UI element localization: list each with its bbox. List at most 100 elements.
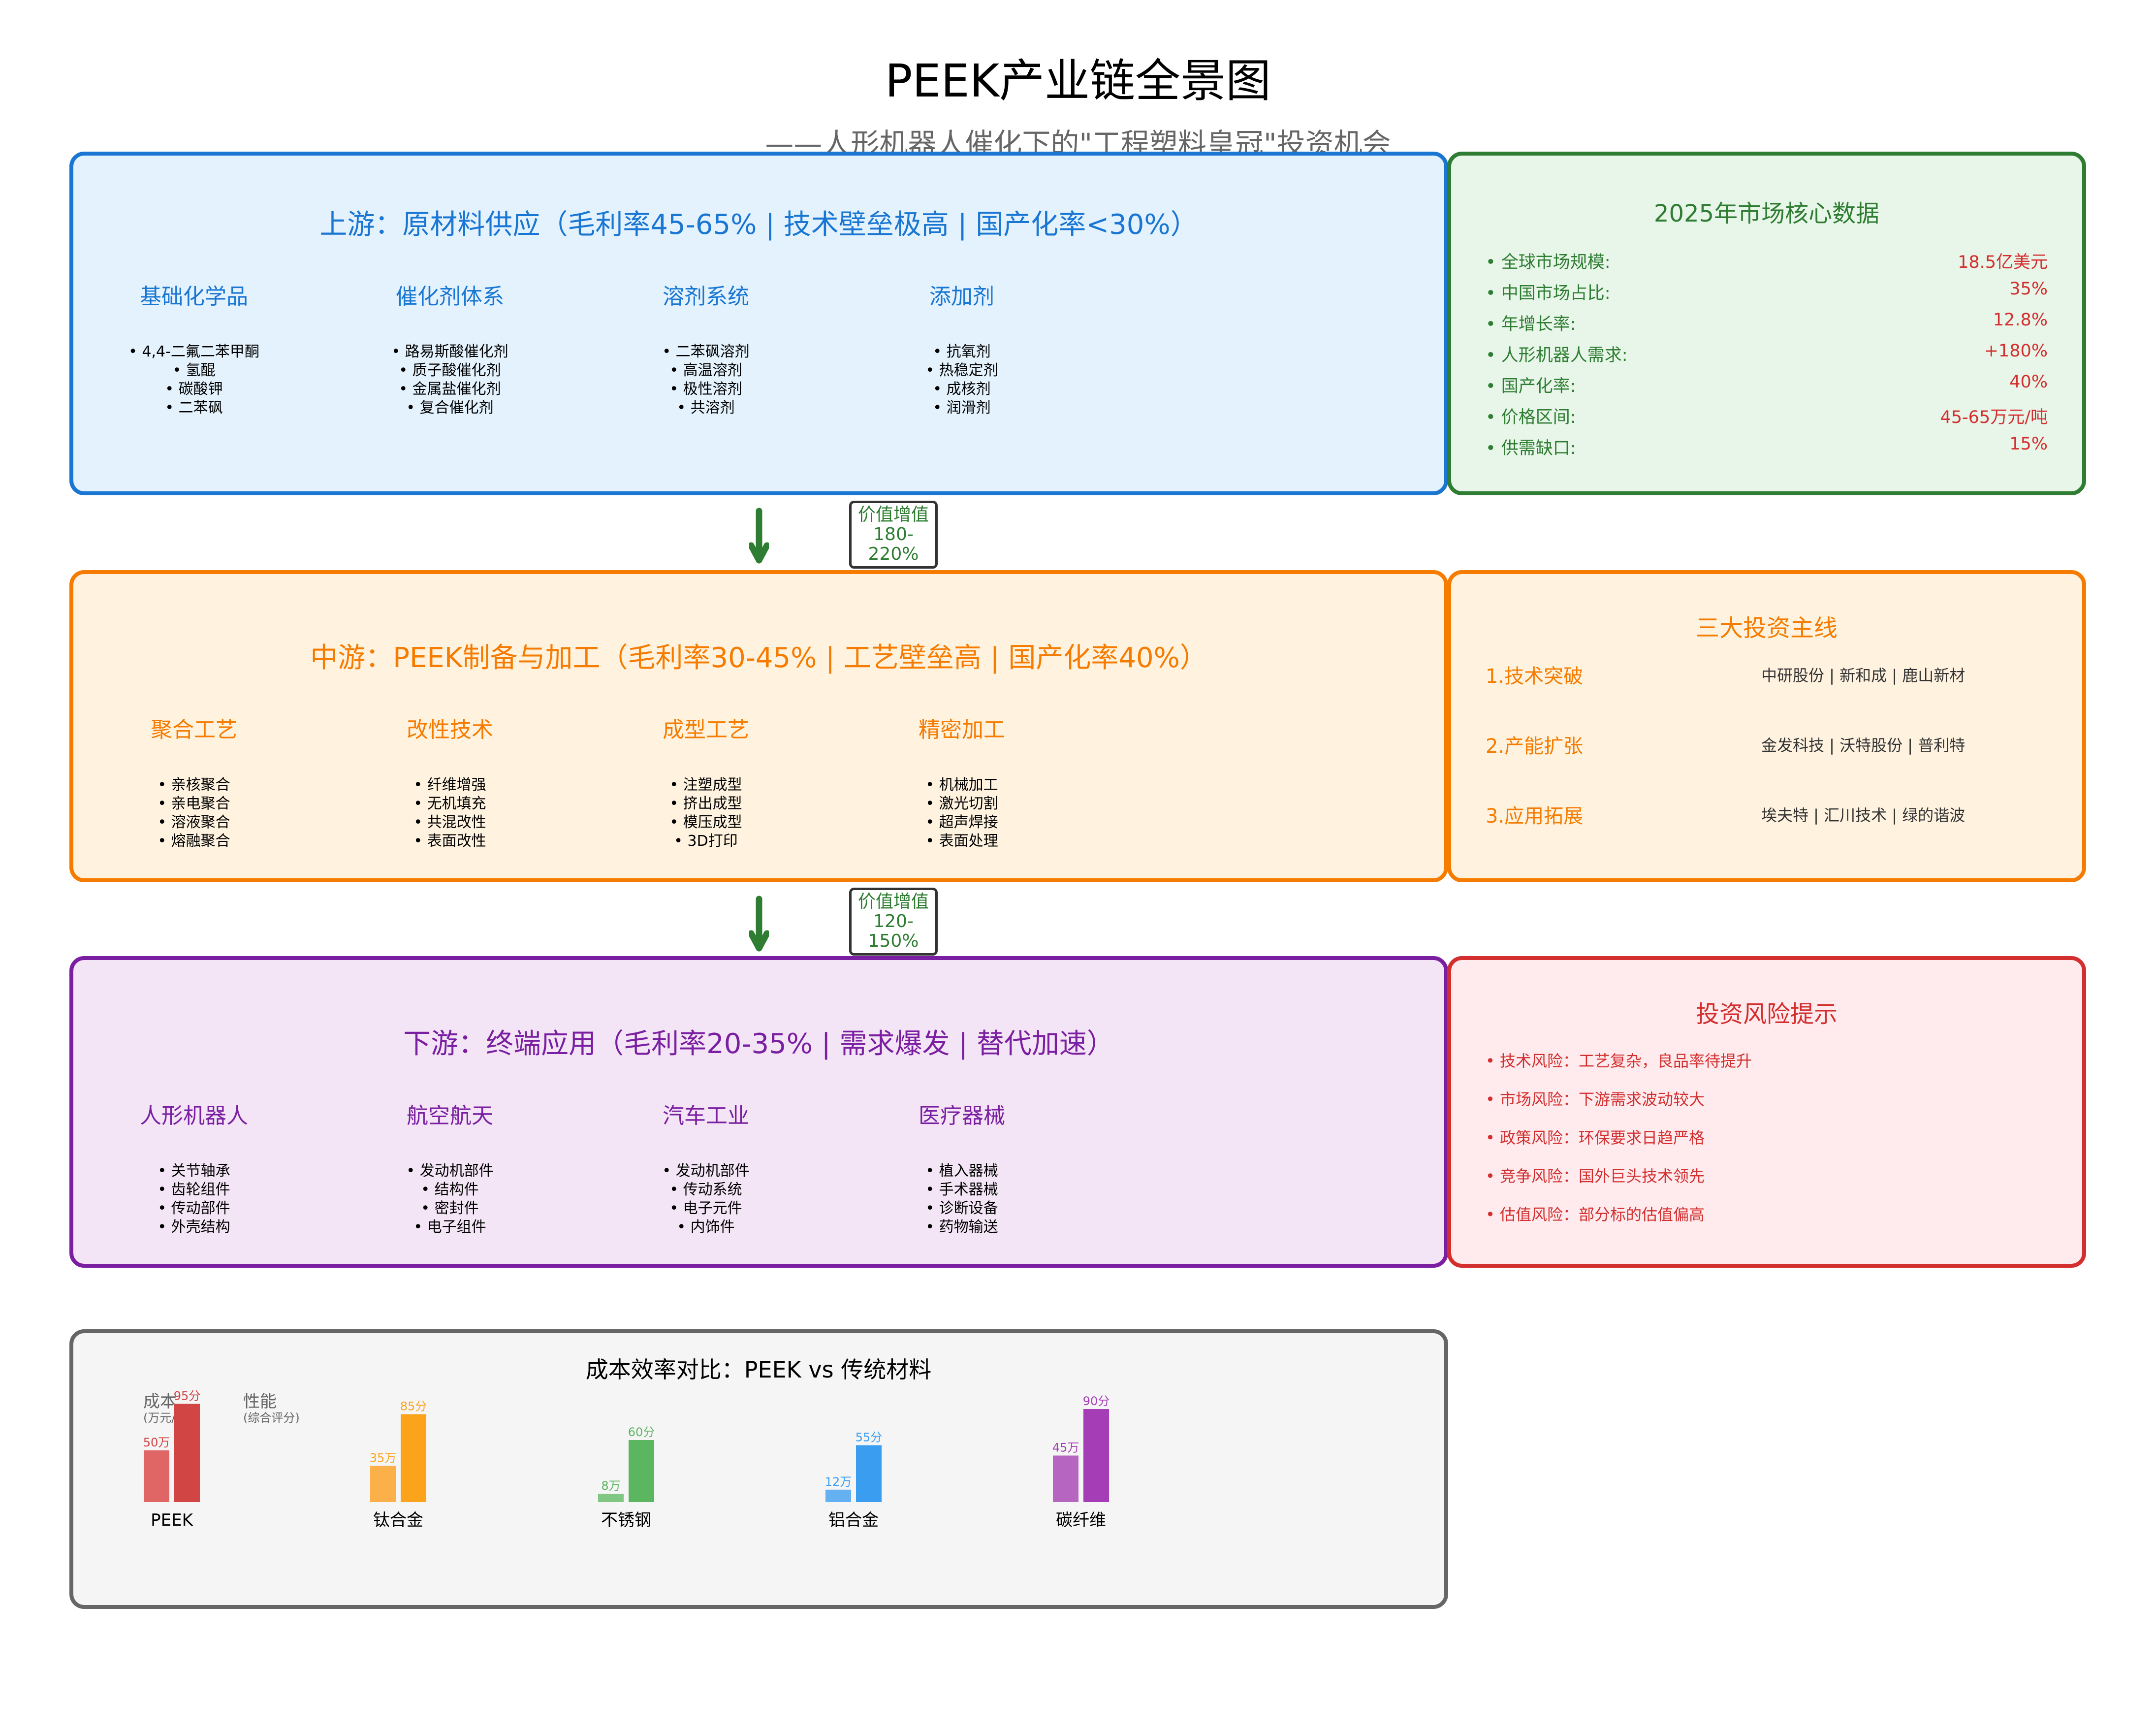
market-data-row: 价格区间: 45-65万元/吨 [1486, 403, 2048, 428]
upstream-category-items: 二苯砜溶剂高温溶剂极性溶剂共溶剂 [578, 343, 834, 417]
chart-canvas: 成本效率对比：PEEK vs 传统材料 成本 (万元/吨) 性能 (综合评分) … [143, 1356, 1110, 1530]
midstream-category: 聚合工艺亲核聚合亲电聚合溶液聚合熔融聚合 [66, 712, 322, 851]
data-label-performance: 55分 [856, 1431, 883, 1444]
list-item: 激光切割 [834, 795, 1090, 813]
market-data-key: 人形机器人需求: [1486, 341, 1628, 366]
list-item: 模压成型 [578, 813, 834, 832]
downstream-category: 汽车工业发动机部件传动系统电子元件内饰件 [578, 1098, 834, 1237]
midstream-title: 中游：PEEK制备与加工（毛利率30-45% | 工艺壁垒高 | 国产化率40%… [310, 642, 1207, 674]
midstream-category-items: 亲核聚合亲电聚合溶液聚合熔融聚合 [66, 776, 322, 851]
list-item: 共溶剂 [578, 399, 834, 417]
upstream-category-heading: 溶剂系统 [663, 284, 749, 309]
upstream-category-heading: 基础化学品 [140, 284, 248, 309]
upstream-category: 溶剂系统二苯砜溶剂高温溶剂极性溶剂共溶剂 [578, 279, 834, 417]
list-item: 结构件 [322, 1181, 578, 1199]
value-add-label: 价值增值 [857, 892, 929, 912]
data-label-cost: 8万 [601, 1479, 620, 1493]
downstream-category: 医疗器械植入器械手术器械诊断设备药物输送 [834, 1098, 1090, 1237]
risk-item: 市场风险：下游需求波动较大 [1486, 1087, 1705, 1110]
risk-item: 技术风险：工艺复杂，良品率待提升 [1486, 1049, 1752, 1071]
value-add-badge: 价值增值 180-220% [849, 501, 938, 569]
data-label-cost: 50万 [143, 1436, 170, 1449]
midstream-category: 成型工艺注塑成型挤出成型模压成型3D打印 [578, 712, 834, 851]
market-data-key: 价格区间: [1486, 403, 1576, 428]
data-label-cost: 12万 [825, 1475, 852, 1489]
list-item: 金属盐催化剂 [322, 380, 578, 399]
list-item: 润滑剂 [834, 399, 1090, 417]
investment-line: 1.技术突破中研股份 | 新和成 | 鹿山新材 [1486, 660, 2048, 689]
downstream-section: 下游：终端应用（毛利率20-35% | 需求爆发 | 替代加速） 人形机器人关节… [69, 956, 1448, 1268]
midstream-category: 改性技术纤维增强无机填充共混改性表面改性 [322, 712, 578, 851]
bar-performance-钛合金 [401, 1414, 426, 1502]
bar-cost-不锈钢 [598, 1494, 624, 1502]
list-item: 氢醌 [66, 361, 322, 380]
upstream-category: 添加剂抗氧剂热稳定剂成核剂润滑剂 [834, 279, 1090, 417]
midstream-section: 中游：PEEK制备与加工（毛利率30-45% | 工艺壁垒高 | 国产化率40%… [69, 570, 1448, 882]
upstream-category-items: 路易斯酸催化剂质子酸催化剂金属盐催化剂复合催化剂 [322, 343, 578, 417]
list-item: 成核剂 [834, 380, 1090, 399]
upstream-category-items: 抗氧剂热稳定剂成核剂润滑剂 [834, 343, 1090, 417]
cost-efficiency-chart: 成本效率对比：PEEK vs 传统材料 成本 (万元/吨) 性能 (综合评分) … [69, 1329, 1448, 1609]
midstream-category-items: 纤维增强无机填充共混改性表面改性 [322, 776, 578, 851]
bar-performance-不锈钢 [629, 1440, 654, 1502]
list-item: 手术器械 [834, 1181, 1090, 1199]
value-add-value: 120-150% [868, 911, 919, 951]
upstream-section: 上游：原材料供应（毛利率45-65% | 技术壁垒极高 | 国产化率<30%） … [69, 152, 1448, 495]
list-item: 质子酸催化剂 [322, 361, 578, 380]
bar-cost-碳纤维 [1053, 1455, 1078, 1502]
value-add-badge: 价值增值 120-150% [849, 888, 938, 956]
category-label: 钛合金 [373, 1510, 423, 1530]
market-data-value: 18.5亿美元 [1958, 253, 2048, 272]
downstream-title: 下游：终端应用（毛利率20-35% | 需求爆发 | 替代加速） [403, 1028, 1114, 1060]
downstream-category-items: 发动机部件结构件密封件电子组件 [322, 1162, 578, 1237]
list-item: 超声焊接 [834, 813, 1090, 832]
market-data-value: +180% [1984, 341, 2048, 361]
value-add-label: 价值增值 [857, 505, 929, 525]
market-data-key: 国产化率: [1486, 372, 1576, 397]
list-item: 亲核聚合 [66, 776, 322, 795]
risk-title: 投资风险提示 [1695, 1000, 1838, 1028]
market-data-row: 供需缺口:15% [1486, 434, 2048, 459]
market-data-value: 12.8% [1993, 310, 2048, 330]
market-data-panel: 2025年市场核心数据 全球市场规模:18.5亿美元中国市场占比:35%年增长率… [1447, 152, 2086, 495]
bar-cost-铝合金 [825, 1489, 851, 1502]
list-item: 纤维增强 [322, 776, 578, 795]
list-item: 路易斯酸催化剂 [322, 343, 578, 361]
midstream-category-heading: 精密加工 [919, 717, 1005, 742]
bar-performance-PEEK [174, 1404, 200, 1502]
list-item: 齿轮组件 [66, 1181, 322, 1199]
investment-line-companies: 埃夫特 | 汇川技术 | 绿的谐波 [1761, 806, 1966, 825]
upstream-category: 催化剂体系路易斯酸催化剂质子酸催化剂金属盐催化剂复合催化剂 [322, 279, 578, 417]
list-item: 表面处理 [834, 832, 1090, 851]
list-item: 发动机部件 [578, 1162, 834, 1181]
market-data-value: 45-65万元/吨 [1940, 408, 2048, 427]
list-item: 密封件 [322, 1199, 578, 1218]
list-item: 复合催化剂 [322, 399, 578, 417]
downstream-category-items: 植入器械手术器械诊断设备药物输送 [834, 1162, 1090, 1237]
investment-lines-title: 三大投资主线 [1695, 614, 1838, 642]
upstream-title: 上游：原材料供应（毛利率45-65% | 技术壁垒极高 | 国产化率<30%） [319, 209, 1198, 241]
list-item: 碳酸钾 [66, 380, 322, 399]
list-item: 热稳定剂 [834, 361, 1090, 380]
list-item: 抗氧剂 [834, 343, 1090, 361]
list-item: 内饰件 [578, 1218, 834, 1237]
investment-line-companies: 中研股份 | 新和成 | 鹿山新材 [1761, 666, 1966, 685]
market-data-value: 35% [2009, 279, 2048, 299]
arrow-down-icon [749, 896, 769, 952]
midstream-category-heading: 成型工艺 [663, 717, 749, 742]
value-add-value: 180-220% [868, 524, 919, 564]
midstream-category: 精密加工机械加工激光切割超声焊接表面处理 [834, 712, 1090, 851]
upstream-category: 基础化学品4,4-二氟二苯甲酮氢醌碳酸钾二苯砜 [66, 279, 322, 417]
bar-cost-PEEK [144, 1450, 169, 1502]
market-data-title: 2025年市场核心数据 [1653, 200, 1880, 227]
list-item: 亲电聚合 [66, 795, 322, 813]
data-label-performance: 85分 [400, 1400, 427, 1413]
market-data-value: 40% [2009, 372, 2048, 392]
category-label: 铝合金 [828, 1510, 879, 1530]
list-item: 二苯砜溶剂 [578, 343, 834, 361]
list-item: 机械加工 [834, 776, 1090, 795]
list-item: 无机填充 [322, 795, 578, 813]
list-item: 4,4-二氟二苯甲酮 [66, 343, 322, 361]
downstream-category: 航空航天发动机部件结构件密封件电子组件 [322, 1098, 578, 1237]
